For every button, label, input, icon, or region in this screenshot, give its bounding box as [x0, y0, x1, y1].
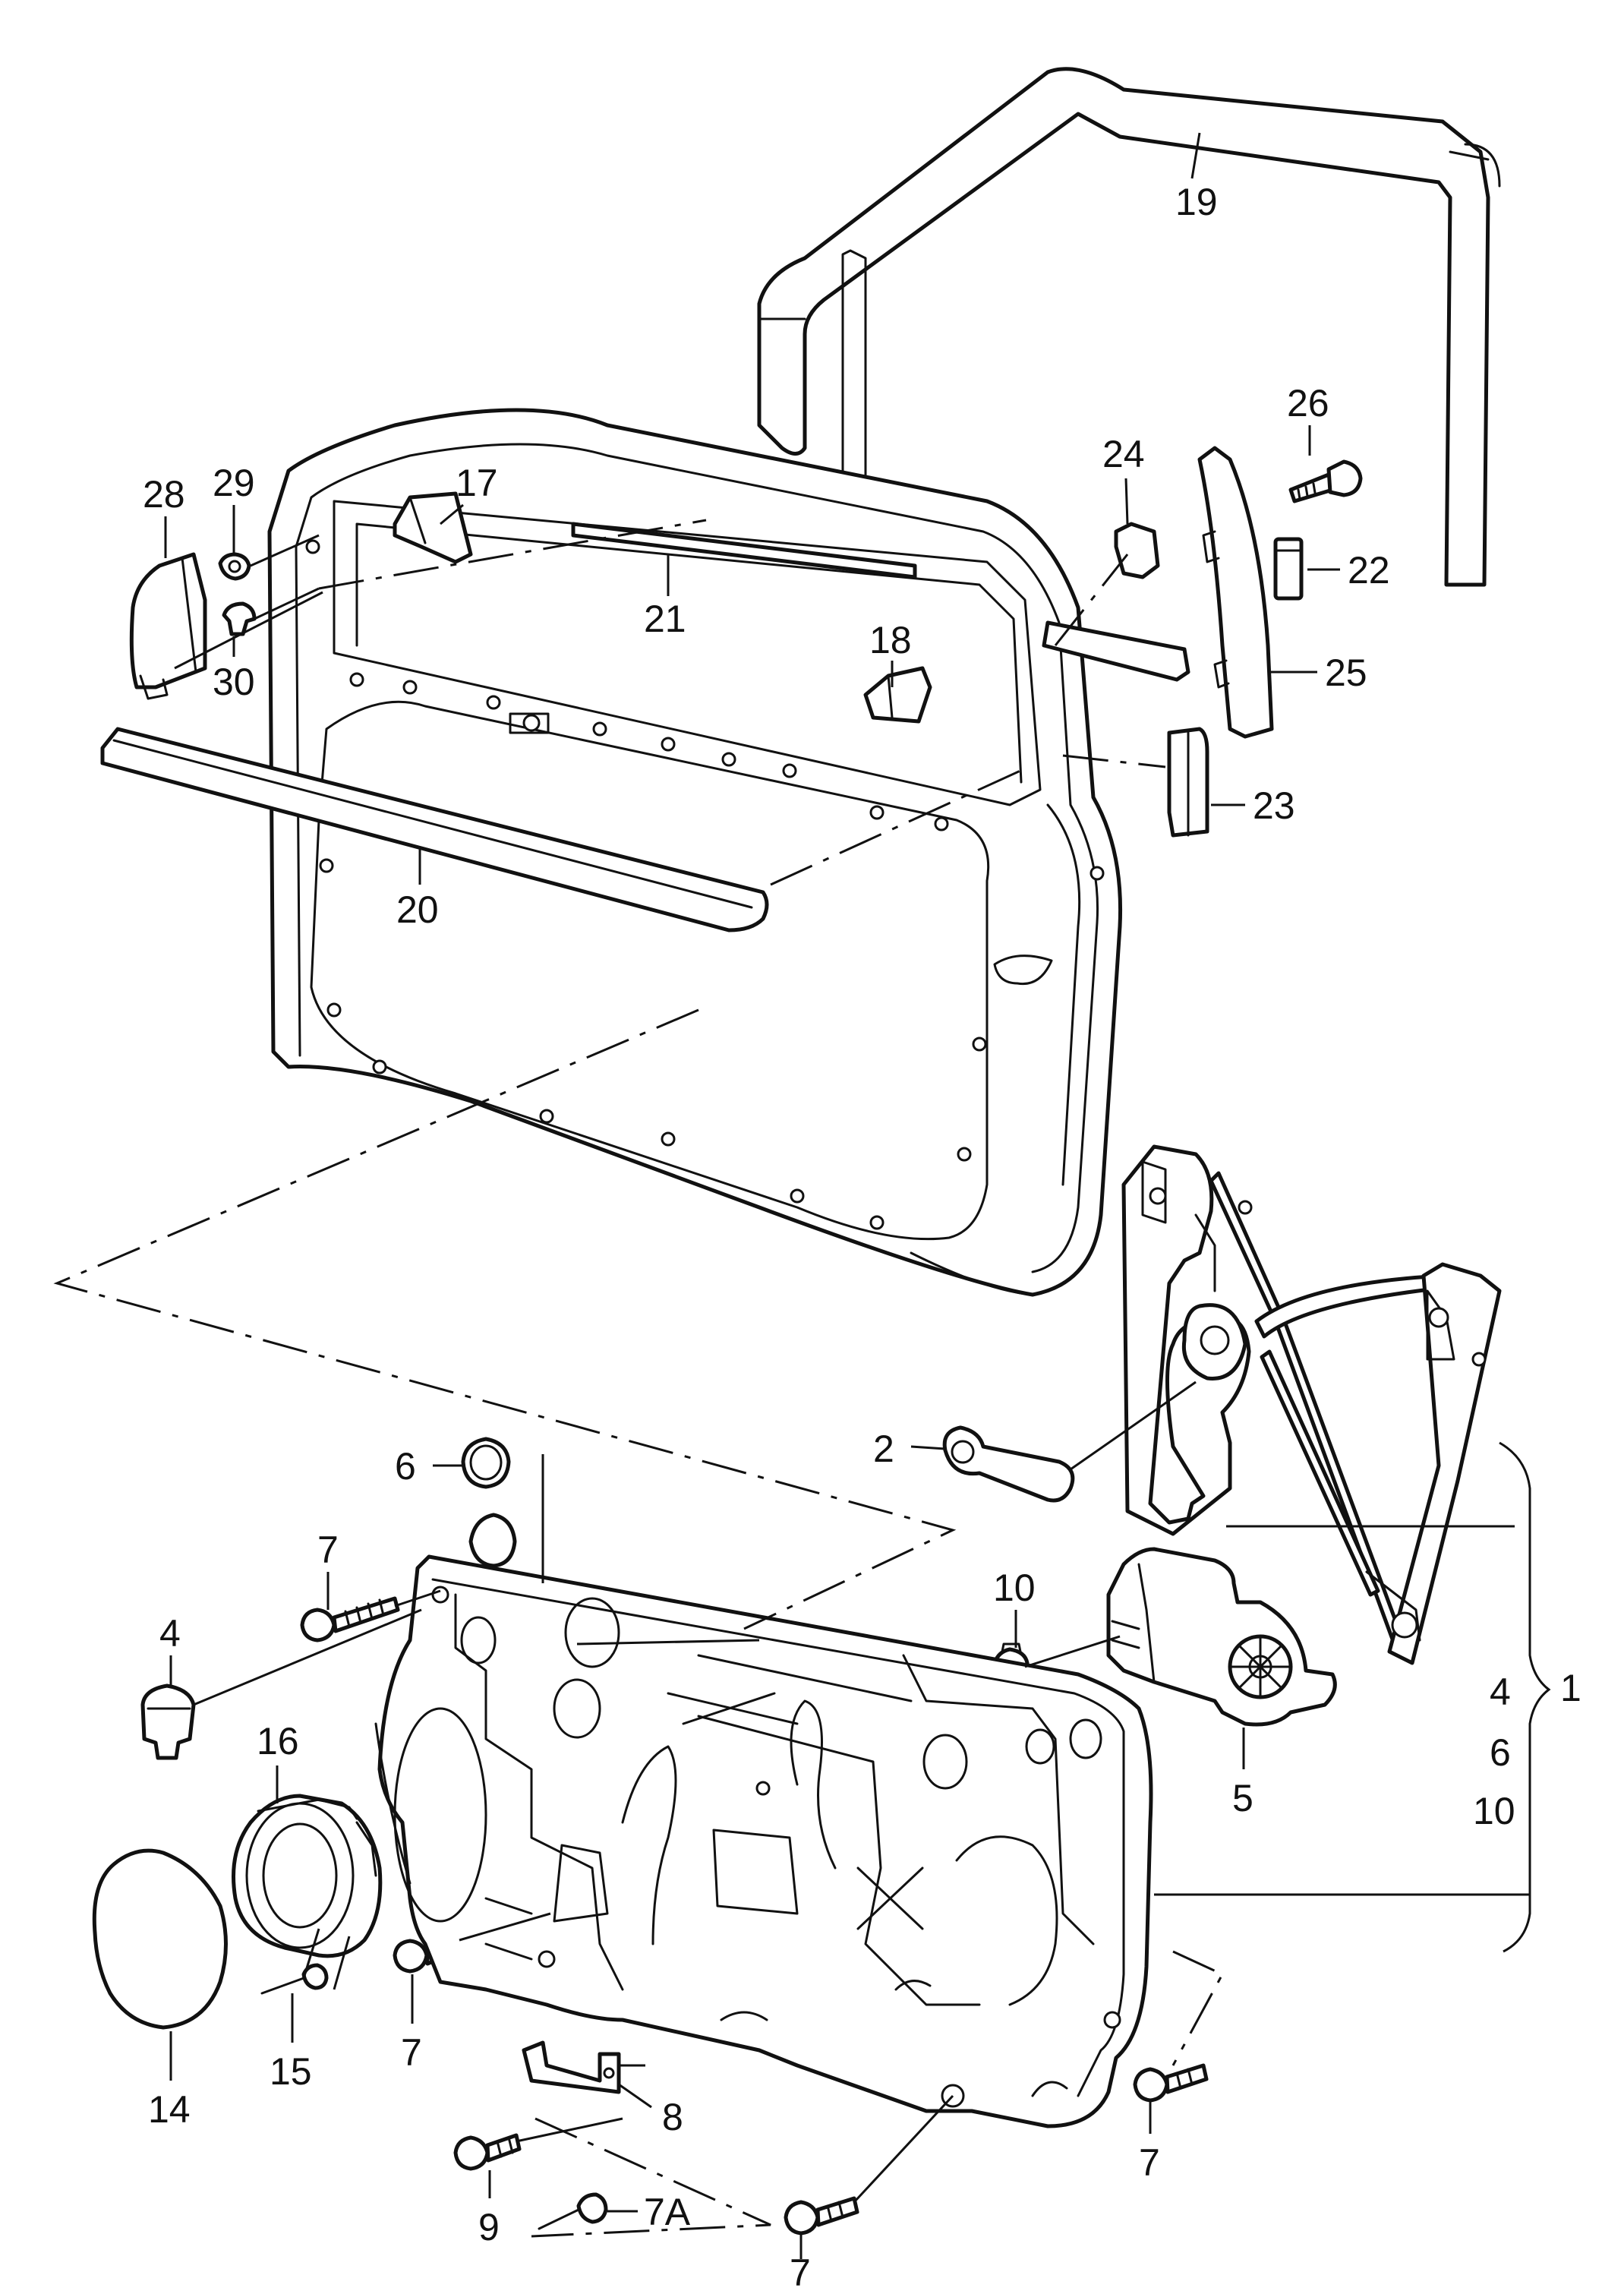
bolt-9: [453, 2133, 522, 2171]
callout-6-top: 6: [395, 1445, 416, 1488]
callout-14: 14: [148, 2088, 191, 2131]
outer-window-seal-20: [100, 727, 769, 932]
callout-15: 15: [270, 2050, 312, 2093]
window-motor-5: [1106, 1547, 1337, 1727]
bracket-18: [863, 666, 932, 724]
cover-23: [1167, 727, 1209, 838]
callout-10-top: 10: [993, 1567, 1036, 1609]
callout-7-bottom: 7: [790, 2251, 811, 2294]
bracket-8: [522, 2040, 621, 2094]
callout-22: 22: [1348, 549, 1390, 592]
nut-29: [218, 552, 251, 581]
callout-19: 19: [1175, 181, 1218, 223]
callout-20: 20: [396, 888, 439, 931]
callout-6-right: 6: [1490, 1731, 1511, 1774]
inner-window-seal-21: [571, 522, 917, 579]
callout-8: 8: [662, 2096, 683, 2138]
door-shell: [267, 408, 1123, 1297]
callout-7-right: 7: [1139, 2141, 1160, 2184]
clip-4: [140, 1683, 196, 1760]
callout-4-left: 4: [159, 1612, 181, 1655]
rivet-15: [260, 1963, 329, 1995]
callout-18: 18: [869, 619, 912, 661]
clip-30: [222, 601, 257, 636]
callout-24: 24: [1102, 433, 1145, 475]
bracket-17: [393, 491, 473, 564]
callout-9: 9: [478, 2206, 500, 2248]
callout-7-left: 7: [401, 2031, 422, 2074]
window-crank-2: [942, 1425, 1075, 1503]
door-carrier-panel: [374, 1554, 1153, 2128]
callout-21: 21: [644, 598, 686, 640]
callout-26: 26: [1287, 382, 1329, 424]
window-frame-seal-19: [757, 67, 1501, 693]
callout-7A: 7A: [644, 2191, 691, 2233]
callout-30: 30: [213, 661, 255, 703]
assembly-lines-solid: [174, 534, 1197, 2204]
window-channel-25: [1197, 446, 1274, 739]
bolt-7-bottom: [784, 2196, 859, 2236]
bracket-24: [1114, 522, 1160, 579]
pad-22: [1273, 537, 1304, 601]
callout-17: 17: [456, 462, 498, 504]
callout-29: 29: [213, 462, 255, 504]
speaker-cover-14: [92, 1848, 228, 2030]
rivet-7A: [538, 2192, 608, 2230]
assembly-lines: [53, 519, 1225, 2238]
callout-25: 25: [1325, 652, 1367, 694]
speaker-16: [232, 1794, 383, 1958]
callout-23: 23: [1253, 784, 1295, 827]
callout-2: 2: [873, 1428, 894, 1470]
cover-cap-6: [461, 1437, 517, 1568]
window-regulator: [1121, 1144, 1502, 1665]
callout-4-right: 4: [1490, 1671, 1511, 1713]
callout-7-upper: 7: [317, 1529, 339, 1571]
callout-1: 1: [1560, 1667, 1581, 1709]
bolt-7-upper: [300, 1596, 400, 1642]
callout-labels: 19 17 21 18 20 24 22 25 23 26 28 29 30 2…: [143, 181, 1581, 2294]
mirror-cover-28: [129, 552, 207, 700]
callout-16: 16: [257, 1720, 299, 1762]
bolt-7-right: [1133, 2063, 1209, 2103]
callout-28: 28: [143, 473, 185, 516]
screw-26: [1288, 459, 1363, 503]
guide-rail: [1042, 620, 1190, 682]
callout-10-right: 10: [1473, 1790, 1515, 1832]
callout-leaders: [164, 132, 1551, 2259]
callout-5: 5: [1232, 1777, 1253, 1819]
